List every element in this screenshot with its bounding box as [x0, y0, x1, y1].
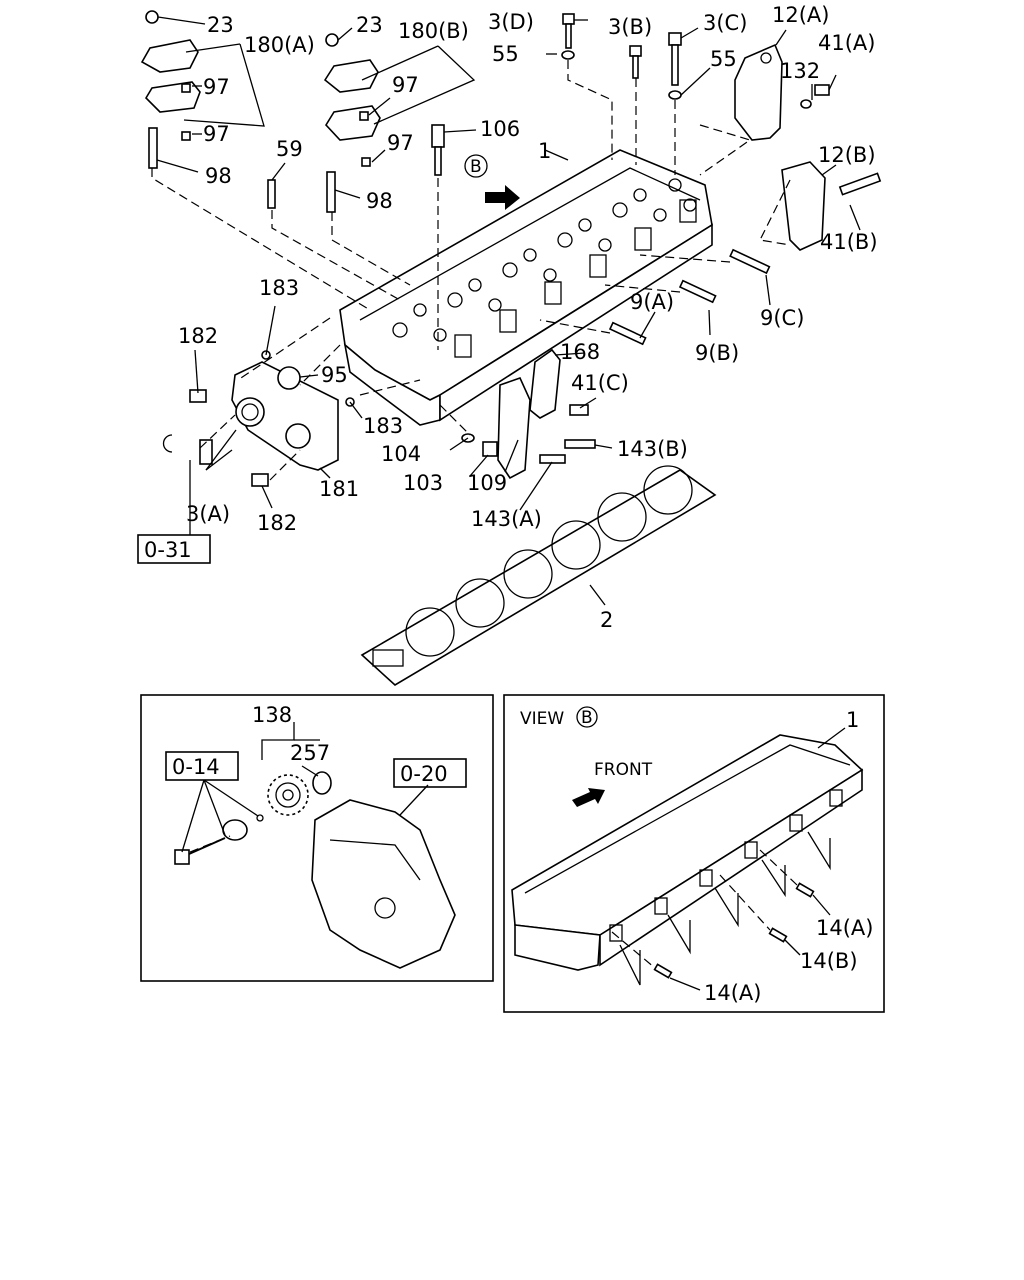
label-23a: 23: [207, 13, 234, 37]
label-14a-2: 14(A): [704, 981, 761, 1005]
inset-left-panel: [140, 694, 494, 982]
ref-0-14: 0-14: [172, 755, 220, 779]
stud-59: [267, 179, 276, 209]
label-3a: 3(A): [186, 502, 230, 526]
bolt-3c: [668, 32, 682, 100]
label-view-b-inset: B: [581, 708, 593, 728]
label-168: 168: [560, 340, 600, 364]
view-b-arrow: [485, 185, 520, 210]
label-55b: 55: [710, 47, 737, 71]
hanger-12a: [734, 43, 830, 141]
label-183a: 183: [259, 276, 299, 300]
label-182b: 182: [257, 511, 297, 535]
label-9c: 9(C): [760, 306, 804, 330]
label-1: 1: [538, 139, 551, 163]
label-132: 132: [780, 59, 820, 83]
label-106: 106: [480, 117, 520, 141]
label-inset-1: 1: [846, 708, 859, 732]
label-180a: 180(A): [244, 33, 315, 57]
label-138: 138: [252, 703, 292, 727]
label-257: 257: [290, 741, 330, 765]
label-12a: 12(A): [772, 3, 829, 27]
label-41a: 41(A): [818, 31, 875, 55]
label-2: 2: [600, 608, 613, 632]
label-97d: 97: [387, 131, 414, 155]
label-59: 59: [276, 137, 303, 161]
ref-box-0-14: [165, 751, 239, 781]
label-143b: 143(B): [617, 437, 688, 461]
label-front: FRONT: [594, 760, 653, 780]
head-gasket: [360, 465, 717, 686]
inset-right-panel: [503, 694, 885, 1013]
label-3b: 3(B): [608, 15, 652, 39]
ref-0-20: 0-20: [400, 762, 448, 786]
ref-box-0-20: [393, 758, 467, 788]
label-104: 104: [381, 442, 421, 466]
label-view-b: B: [470, 157, 482, 177]
leader-lines: [156, 16, 861, 606]
dashed-leaders: [151, 60, 791, 481]
ref-box-0-31: [137, 534, 211, 564]
label-55a: 55: [492, 42, 519, 66]
label-9b: 9(B): [695, 341, 739, 365]
label-3d: 3(D): [488, 10, 534, 34]
bracket-168: [461, 348, 596, 480]
label-view: VIEW: [520, 709, 564, 729]
bolt-3b: [629, 45, 642, 79]
label-98a: 98: [205, 164, 232, 188]
sleeve-106: [431, 124, 445, 176]
bolt-3d: [561, 13, 575, 60]
label-97c: 97: [203, 122, 230, 146]
label-3c: 3(C): [703, 11, 747, 35]
label-12b: 12(B): [818, 143, 876, 167]
label-9a: 9(A): [630, 290, 674, 314]
view-b-marker: [464, 154, 488, 178]
label-41b: 41(B): [820, 230, 878, 254]
label-98b: 98: [366, 189, 393, 213]
label-182a: 182: [178, 324, 218, 348]
label-97a: 97: [203, 75, 230, 99]
label-41c: 41(C): [571, 371, 629, 395]
label-14a-1: 14(A): [816, 916, 873, 940]
cylinder-head: [339, 149, 713, 426]
label-109: 109: [467, 471, 507, 495]
bracket-180a: [140, 10, 201, 169]
label-95: 95: [321, 363, 348, 387]
label-14b: 14(B): [800, 949, 858, 973]
label-183b: 183: [363, 414, 403, 438]
bracket-180b: [323, 33, 381, 213]
label-180b: 180(B): [398, 19, 469, 43]
label-103: 103: [403, 471, 443, 495]
label-97b: 97: [392, 73, 419, 97]
label-143a: 143(A): [471, 507, 542, 531]
label-181: 181: [319, 477, 359, 501]
studs-9: [608, 248, 771, 346]
callout-labels: 23 23 180(A) 180(B) 97 97 97 97 98 98 59…: [178, 3, 878, 632]
hanger-12b: [781, 161, 882, 251]
ref-0-31: 0-31: [144, 538, 192, 562]
label-23b: 23: [356, 13, 383, 37]
